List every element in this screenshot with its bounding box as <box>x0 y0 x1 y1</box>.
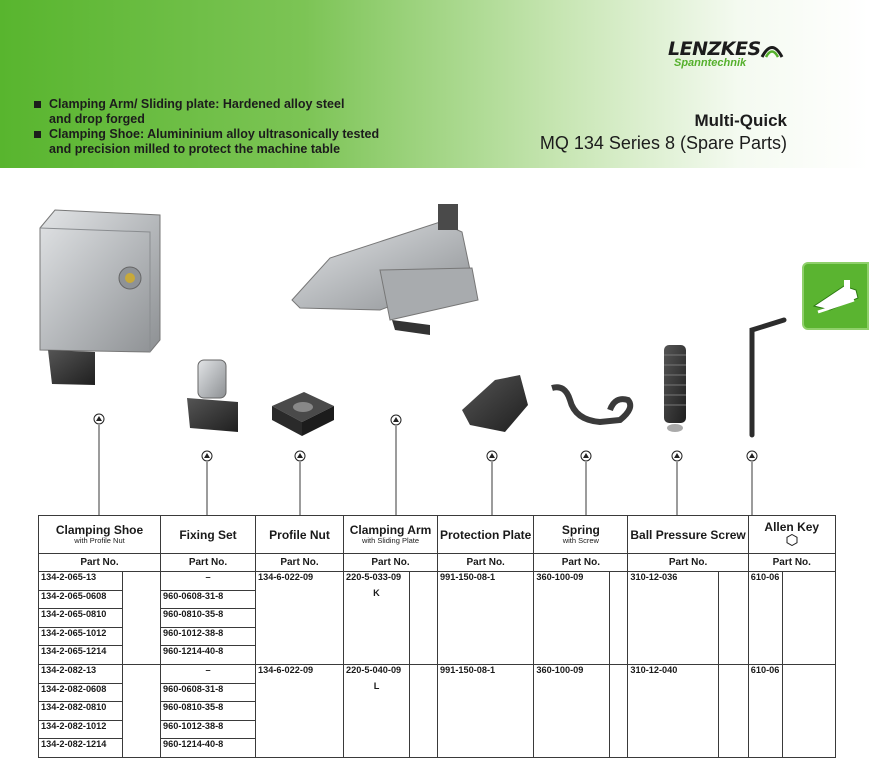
fixing-part-no: – <box>160 571 256 591</box>
fixing-part-no: 960-0608-31-8 <box>160 589 256 610</box>
protection-part-no: 991-150-08-1 <box>436 663 535 758</box>
bullet-square-icon <box>34 131 41 138</box>
part-no-label: Part No. <box>343 553 438 572</box>
allen-key-part-no: 610-06 <box>747 663 783 758</box>
shoe-part-no: 134-2-082-1012 <box>38 719 123 740</box>
logo-tagline: Spanntechnik <box>674 57 747 69</box>
ball-screw-part-no: 310-12-040 <box>627 663 720 758</box>
part-no-label: Part No. <box>533 553 629 572</box>
fixing-part-no: 960-0810-35-8 <box>160 701 256 721</box>
shoe-part-no: 134-2-082-1214 <box>38 738 123 758</box>
leader-lines <box>98 425 753 515</box>
shoe-part-no: 134-2-082-13 <box>38 663 123 684</box>
col-header-ball-pressure-screw: Ball Pressure Screw <box>627 515 749 554</box>
feature-text: and precision milled to protect the mach… <box>49 142 341 156</box>
profile-nut-part-no: 134-6-022-09 <box>255 571 344 665</box>
shoe-part-no: 134-2-065-1012 <box>38 626 123 647</box>
feature-text: Clamping Arm/ Sliding plate: Hardened al… <box>49 97 345 111</box>
lenzkes-logo: LENZKES Spanntechnik <box>668 38 786 82</box>
page-subtitle: MQ 134 Series 8 (Spare Parts) <box>539 133 787 153</box>
allen-key-image <box>749 317 787 438</box>
clamping-shoe-image <box>39 209 161 385</box>
col-header-fixing-set: Fixing Set <box>160 515 256 554</box>
table-row: 134-2-082-0608 960-0608-31-8 <box>38 682 836 703</box>
table-row: 134-2-065-13 – 134-6-022-09 220-5-033-09… <box>38 571 836 665</box>
hexagon-icon <box>786 534 798 546</box>
fixing-part-no: 960-1012-38-8 <box>160 626 256 647</box>
shoe-part-no: 134-2-082-0810 <box>38 701 123 721</box>
feature-text: and drop forged <box>49 112 145 126</box>
shoe-part-no: 134-2-065-13 <box>38 571 123 591</box>
fixing-part-no: 960-0608-31-8 <box>160 682 256 703</box>
fixing-part-no: – <box>160 663 256 684</box>
shoe-part-no: 134-2-065-0810 <box>38 608 123 628</box>
logo-wordmark: LENZKES <box>668 38 761 60</box>
ball-screw-part-no: 310-12-036 <box>627 571 720 665</box>
part-no-label: Part No. <box>627 553 749 572</box>
header-banner <box>0 0 869 168</box>
allen-key-part-no: 610-06 <box>747 571 783 665</box>
shoe-part-no: 134-2-082-0608 <box>38 682 123 703</box>
spare-parts-illustration <box>39 204 787 515</box>
table-row: 134-2-082-0810 960-0810-35-8 <box>38 701 836 721</box>
fixing-part-no: 960-1214-40-8 <box>160 645 256 665</box>
protection-part-no: 991-150-08-1 <box>436 571 535 665</box>
table-row: 134-2-065-1214 960-1214-40-8 <box>38 645 836 665</box>
bullet-square-icon <box>34 101 41 108</box>
profile-nut-image <box>272 392 334 436</box>
feature-list: Clamping Arm/ Sliding plate: Hardened al… <box>34 97 414 157</box>
profile-nut-part-no: 134-6-022-09 <box>255 663 344 758</box>
feature-item: Clamping Arm/ Sliding plate: Hardened al… <box>34 97 414 127</box>
fixing-part-no: 960-1012-38-8 <box>160 719 256 740</box>
col-header-profile-nut: Profile Nut <box>255 515 344 554</box>
fixing-part-no: 960-0810-35-8 <box>160 608 256 628</box>
spring-part-no: 360-100-09 <box>533 571 611 665</box>
clamp-tab-icon[interactable] <box>802 262 869 330</box>
arm-size: K <box>373 588 380 598</box>
feature-text: Clamping Shoe: Alumininium alloy ultraso… <box>49 127 380 141</box>
shoe-part-no: 134-2-065-0608 <box>38 589 123 610</box>
table-row: 134-2-082-1214 960-1214-40-8 <box>38 738 836 758</box>
page-title: Multi-Quick <box>694 111 787 130</box>
part-no-label: Part No. <box>436 553 535 572</box>
spring-part-no: 360-100-09 <box>533 663 611 758</box>
protection-plate-image <box>462 375 528 432</box>
col-header-protection-plate: Protection Plate <box>436 515 535 554</box>
arm-size: L <box>373 680 380 691</box>
table-row: 134-2-082-13 – 134-6-022-09 220-5-040-09… <box>38 663 836 758</box>
feature-item: Clamping Shoe: Alumininium alloy ultraso… <box>34 127 414 157</box>
part-no-label: Part No. <box>38 553 161 572</box>
part-no-label: Part No. <box>747 553 836 572</box>
shoe-part-no: 134-2-065-1214 <box>38 645 123 665</box>
table-row: 134-2-065-0810 960-0810-35-8 <box>38 608 836 628</box>
marker-icons <box>93 413 758 462</box>
fixing-part-no: 960-1214-40-8 <box>160 738 256 758</box>
col-header-allen-key: Allen Key <box>747 515 836 554</box>
spring-image <box>551 384 634 426</box>
fixing-set-image <box>187 359 238 432</box>
logo-emblem-icon <box>760 46 784 58</box>
part-no-label: Part No. <box>255 553 344 572</box>
ball-pressure-screw-image <box>664 345 686 432</box>
part-no-label: Part No. <box>160 553 256 572</box>
clamping-arm-image <box>291 204 479 335</box>
